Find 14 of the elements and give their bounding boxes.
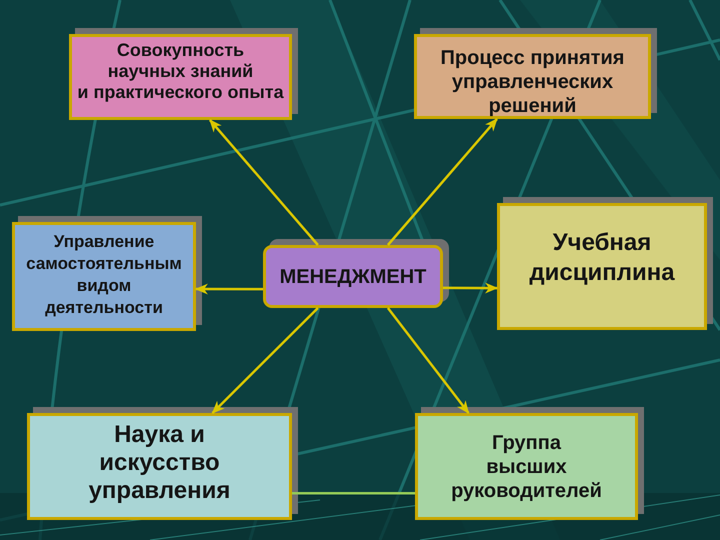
connector-line xyxy=(292,492,415,494)
box-label: Совокупность научных знаний и практического опыта xyxy=(77,40,284,102)
arrow xyxy=(386,307,470,414)
box-label: Управление самостоятельным видом деятельности xyxy=(26,230,182,318)
arrow xyxy=(443,282,498,294)
arrow xyxy=(194,284,263,294)
box-label: Процесс принятия управленческих решений xyxy=(440,46,624,118)
arrow xyxy=(212,307,319,414)
box-label: Учебная дисциплина xyxy=(529,228,675,288)
arrow xyxy=(386,118,498,246)
arrow xyxy=(208,119,319,246)
box-label: Наука и искусство управления xyxy=(88,421,230,505)
box-label: МЕНЕДЖМЕНТ xyxy=(280,264,426,288)
box-label: Группа высших руководителей xyxy=(451,430,602,502)
